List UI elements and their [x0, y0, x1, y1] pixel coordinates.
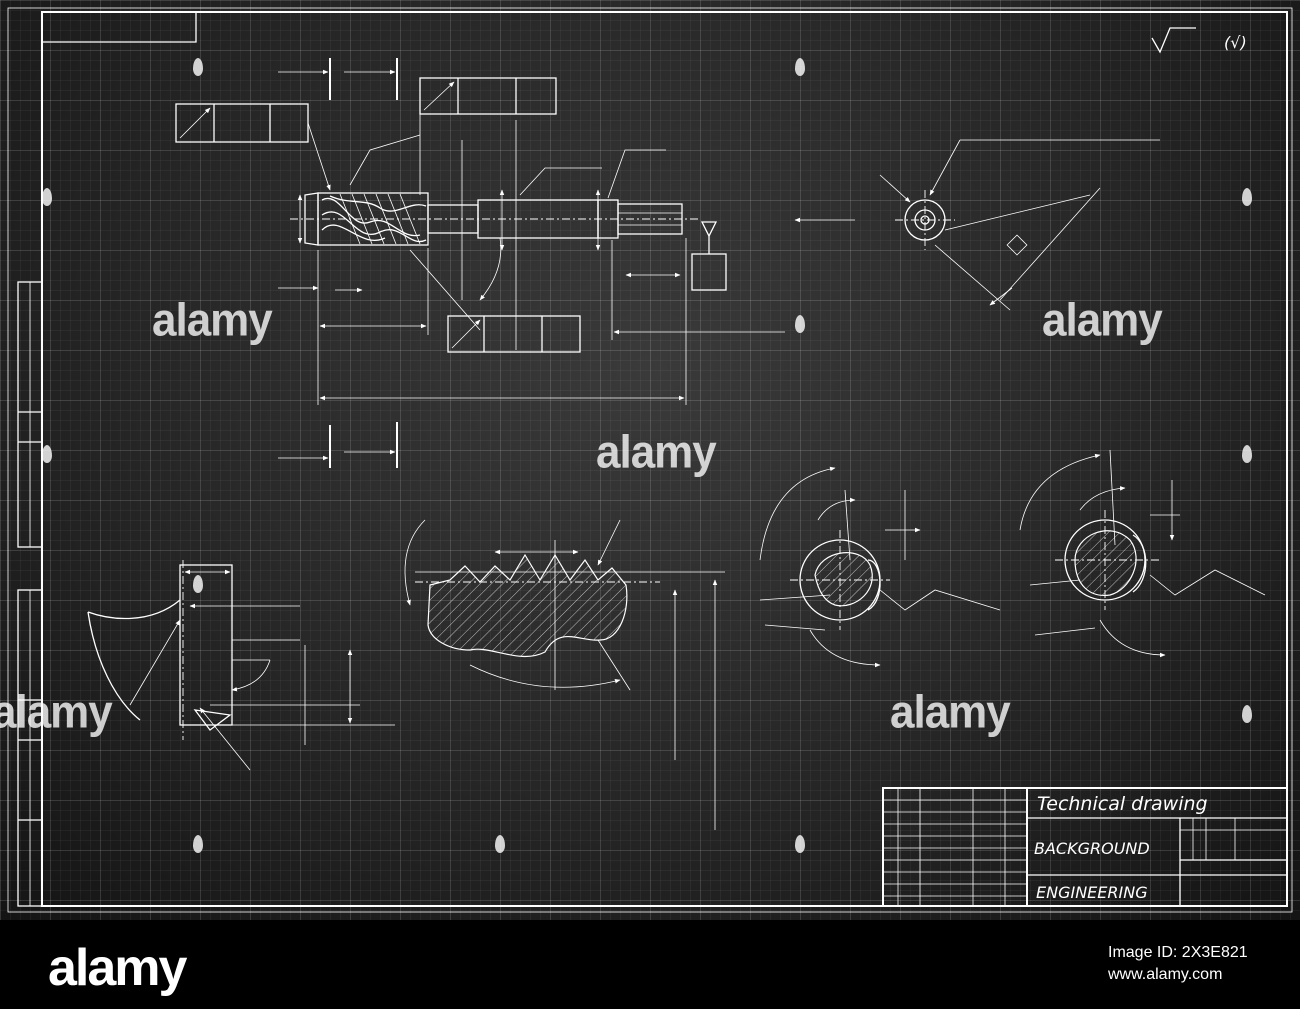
- thread-profile: [404, 519, 725, 830]
- watermark: alamy: [0, 686, 113, 739]
- watermark: alamy: [152, 294, 273, 347]
- footer-bar: alamy Image ID: 2X3E821 www.alamy.com: [0, 920, 1300, 1009]
- watermark: alamy: [1042, 294, 1163, 347]
- watermark-icon: [193, 835, 203, 853]
- roughness-mark: (√): [1224, 33, 1247, 52]
- watermark-icon: [795, 835, 805, 853]
- roughness-symbol: (√): [1151, 27, 1247, 54]
- watermark-icon: [42, 445, 52, 463]
- watermark-icon: [1242, 188, 1252, 206]
- title-block-line3: ENGINEERING: [1036, 883, 1148, 902]
- site-url: www.alamy.com: [1108, 966, 1223, 983]
- title-block-title: Technical drawing: [1037, 793, 1208, 815]
- watermark: alamy: [596, 426, 717, 479]
- watermark-icon: [1242, 705, 1252, 723]
- watermark-icon: [193, 58, 203, 76]
- grid-background: [0, 0, 1300, 920]
- drawing-sheet: (√): [0, 0, 1300, 920]
- section-end-view: [879, 139, 1160, 311]
- footer-image-info: Image ID: 2X3E821 www.alamy.com: [1108, 942, 1248, 986]
- title-block: Technical drawing BACKGROUND ENGINEERING: [882, 787, 1288, 907]
- watermark: alamy: [890, 686, 1011, 739]
- watermark-icon: [495, 835, 505, 853]
- cross-section-1: [759, 466, 1001, 668]
- cross-section-2: [1019, 449, 1266, 658]
- tool-main-view: [175, 58, 855, 468]
- watermark-icon: [42, 188, 52, 206]
- technical-drawing: (√): [7, 7, 1293, 913]
- watermark-icon: [1242, 445, 1252, 463]
- watermark-icon: [795, 58, 805, 76]
- watermark-icon: [795, 315, 805, 333]
- footer-logo: alamy: [48, 939, 187, 997]
- watermark-icon: [193, 575, 203, 593]
- title-block-line2: BACKGROUND: [1034, 839, 1150, 858]
- image-id: Image ID: 2X3E821: [1108, 944, 1248, 961]
- detail-lip: [87, 560, 395, 771]
